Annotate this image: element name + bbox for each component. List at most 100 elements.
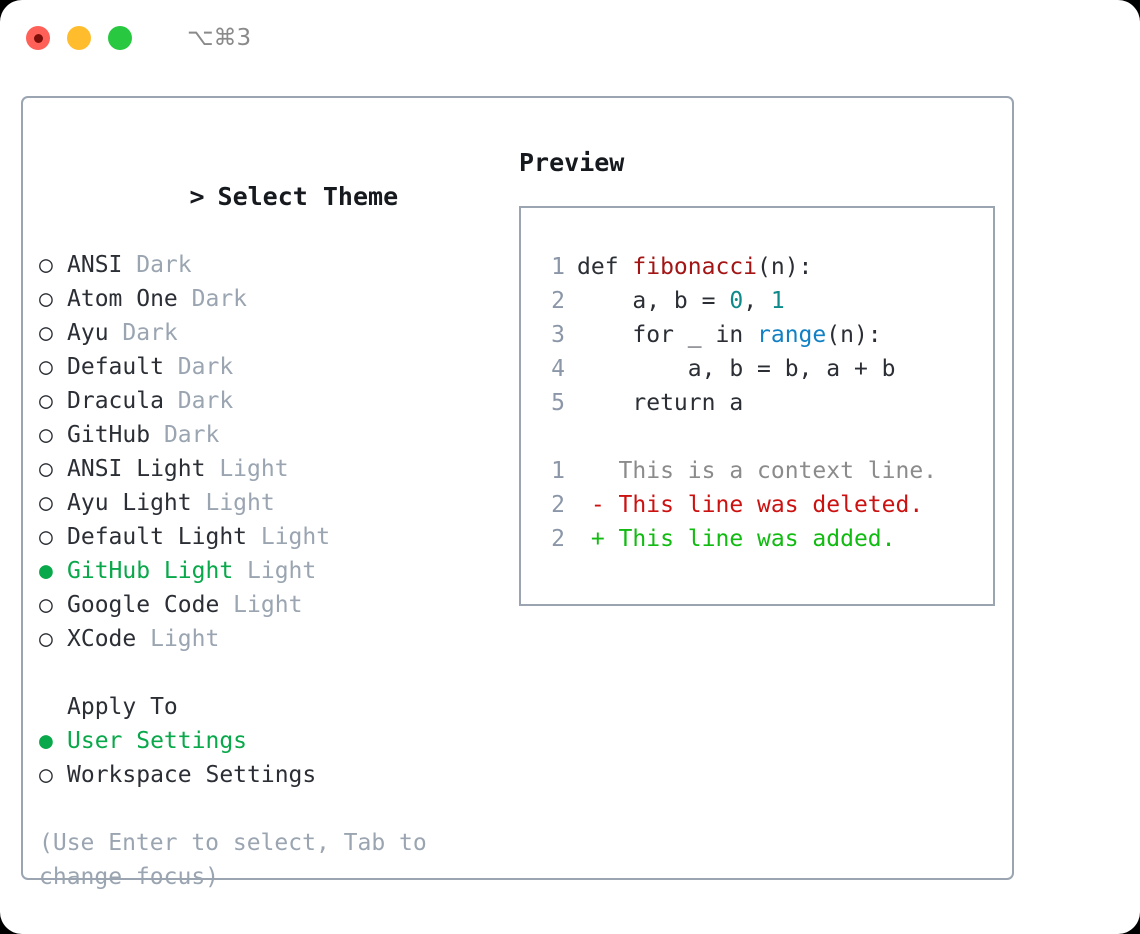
close-button-icon[interactable] [26,26,50,50]
code-token: , [743,288,771,314]
theme-option-label: GitHub Light [67,558,234,584]
radio-unselected-icon: ○ [39,456,53,482]
preview-heading: Preview [519,148,625,177]
radio-unselected-icon: ○ [39,524,53,550]
code-token: return a [577,390,744,416]
keyboard-shortcut-label: ⌥⌘3 [187,25,252,51]
theme-option-label: XCode [67,626,137,652]
apply-to-list: ● User Settings ○ Workspace Settings [39,724,499,792]
title-bar: ⌥⌘3 [0,0,1140,76]
diff-line: 1 This is a context line. [521,454,993,488]
theme-option-label: Default [67,354,164,380]
radio-unselected-icon: ○ [39,762,53,788]
theme-variant-badge: Light [191,490,275,516]
apply-to-option-label: User Settings [67,728,248,754]
apply-to-option-label: Workspace Settings [67,762,317,788]
theme-option-atom-one[interactable]: ○ Atom One Dark [39,282,499,316]
theme-picker-panel: > Select Theme ○ ANSI Dark ○ Atom One Dark ○ A… [39,146,499,890]
theme-option-label: ANSI [67,252,123,278]
theme-option-ayu[interactable]: ○ Ayu Dark [39,316,499,350]
theme-option-label: Default Light [67,524,248,550]
theme-option-github-light[interactable]: ●GitHub Light Light [39,554,499,588]
theme-option-default-light[interactable]: ○ Default Light Light [39,520,499,554]
code-line: 5 return a [521,386,993,420]
code-token: for _ in [577,322,758,348]
apply-to-option-user-settings[interactable]: ● User Settings [39,724,499,758]
theme-option-dracula[interactable]: ○Dracula Dark [39,384,499,418]
code-token: 1 [770,288,785,314]
theme-variant-badge: Dark [150,422,220,448]
radio-unselected-icon: ○ [39,592,53,618]
select-theme-heading-label: Select Theme [217,182,399,211]
code-diff-separator [521,420,993,454]
code-token: This is a context line. [577,458,938,484]
maximize-button-icon[interactable] [108,26,132,50]
list-spacer [39,656,499,690]
radio-selected-icon: ● [39,728,53,754]
code-token: a, b = [577,288,730,314]
diff-sample-block: 1 This is a context line.2 - This line w… [521,454,993,556]
caret-icon: > [189,182,205,211]
theme-variant-badge: Dark [108,320,178,346]
theme-variant-badge: Dark [177,286,248,312]
code-token: (n): [826,322,882,348]
code-token: (n): [757,254,813,280]
code-line: 4 a, b = b, a + b [521,352,993,386]
theme-option-label: Google Code [67,592,220,618]
theme-option-xcode[interactable]: ○XCode Light [39,622,499,656]
traffic-light-controls [26,26,132,50]
theme-option-label: Dracula [67,388,164,414]
theme-option-google-code[interactable]: ○ Google Code Light [39,588,499,622]
theme-option-label: Atom One [67,286,178,312]
radio-unselected-icon: ○ [39,490,53,516]
theme-option-label: ANSI Light [67,456,206,482]
theme-variant-badge: Light [233,558,317,584]
line-number: 1 [551,254,565,280]
line-number: 3 [551,322,565,348]
diff-line: 2 - This line was deleted. [521,488,993,522]
theme-option-github[interactable]: ○ GitHub Dark [39,418,499,452]
line-number: 2 [551,492,565,518]
line-number: 4 [551,356,565,382]
diff-line: 2 + This line was added. [521,522,993,556]
theme-variant-badge: Dark [122,252,192,278]
theme-option-label: GitHub [67,422,151,448]
theme-option-ayu-light[interactable]: ○ Ayu Light Light [39,486,499,520]
theme-option-ansi[interactable]: ○ ANSI Dark [39,248,499,282]
theme-list: ○ ANSI Dark ○ Atom One Dark ○ Ayu Dark ○ Defaul… [39,248,499,656]
theme-variant-badge: Light [247,524,331,550]
theme-variant-badge: Light [136,626,220,652]
theme-option-label: Ayu Light [67,490,192,516]
radio-unselected-icon: ○ [39,252,53,278]
code-token: + This line was added. [577,526,896,552]
theme-variant-badge: Dark [163,354,234,380]
theme-option-default[interactable]: ○ Default Dark [39,350,499,384]
radio-unselected-icon: ○ [39,286,53,312]
theme-option-ansi-light[interactable]: ○ANSI Light Light [39,452,499,486]
keyboard-hint-text: (Use Enter to select, Tab to change focu… [39,830,441,890]
hint-spacer [39,792,499,826]
apply-to-heading: Apply To [67,694,178,720]
code-line: 3 for _ in range(n): [521,318,993,352]
theme-option-label: Ayu [67,320,109,346]
line-number: 1 [551,458,565,484]
theme-variant-badge: Light [219,592,303,618]
line-number: 2 [551,526,565,552]
radio-unselected-icon: ○ [39,320,53,346]
line-number: 2 [551,288,565,314]
code-token: range [757,322,827,348]
radio-unselected-icon: ○ [39,354,53,380]
minimize-button-icon[interactable] [67,26,91,50]
select-theme-heading: > Select Theme [39,146,499,248]
radio-unselected-icon: ○ [39,422,53,448]
code-line: 2 a, b = 0, 1 [521,284,993,318]
apply-to-option-workspace-settings[interactable]: ○ Workspace Settings [39,758,499,792]
code-token: 0 [729,288,744,314]
code-token: fibonacci [632,254,758,280]
theme-variant-badge: Dark [163,388,234,414]
